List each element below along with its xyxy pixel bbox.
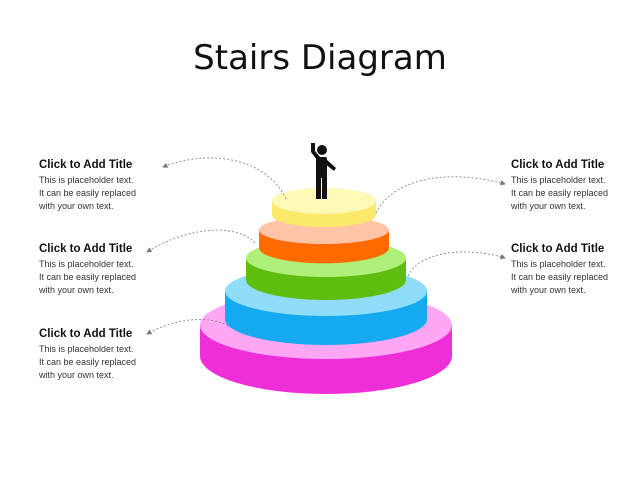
callout-text-line: This is placeholder text. — [511, 175, 606, 185]
callout-text-line: This is placeholder text. — [511, 259, 606, 269]
connector-left-3 — [146, 319, 229, 335]
callout-right-1: Click to Add Title This is placeholder t… — [511, 159, 640, 213]
callout-text-line: It can be easily replaced — [511, 272, 609, 282]
connector-right-1 — [375, 176, 506, 214]
callout-left-2: Click to Add Title This is placeholder t… — [39, 243, 169, 297]
callout-text-line: It can be easily replaced — [511, 188, 609, 198]
callout-right-2: Click to Add Title This is placeholder t… — [511, 243, 640, 297]
callout-text-line: This is placeholder text. — [39, 344, 134, 354]
callout-text-line: It can be easily replaced — [39, 357, 137, 367]
callout-text-line: with your own text. — [39, 285, 114, 295]
tier-1 — [272, 188, 376, 227]
callout-text-line: with your own text. — [511, 285, 586, 295]
callout-text-line: with your own text. — [511, 201, 586, 211]
person-waving-icon — [311, 143, 336, 199]
connector-left-1 — [162, 157, 287, 200]
callout-text-line: It can be easily replaced — [39, 188, 137, 198]
slide-title: Stairs Diagram — [193, 38, 447, 78]
callout-text-line: It can be easily replaced — [39, 272, 137, 282]
callout-title[interactable]: Click to Add Title — [511, 243, 605, 255]
callout-left-1: Click to Add Title This is placeholder t… — [39, 159, 169, 213]
callout-left-3: Click to Add Title This is placeholder t… — [39, 328, 169, 382]
callout-title[interactable]: Click to Add Title — [511, 159, 605, 171]
callout-text-line: This is placeholder text. — [39, 175, 134, 185]
callout-text-line: This is placeholder text. — [39, 259, 134, 269]
callout-title[interactable]: Click to Add Title — [39, 328, 133, 340]
callout-text-line: with your own text. — [39, 201, 114, 211]
callout-title[interactable]: Click to Add Title — [39, 243, 133, 255]
callout-text-line: with your own text. — [39, 370, 114, 380]
connector-left-2 — [146, 229, 256, 253]
connector-right-2 — [407, 251, 506, 277]
callout-title[interactable]: Click to Add Title — [39, 159, 133, 171]
connector-arrows — [146, 157, 506, 335]
